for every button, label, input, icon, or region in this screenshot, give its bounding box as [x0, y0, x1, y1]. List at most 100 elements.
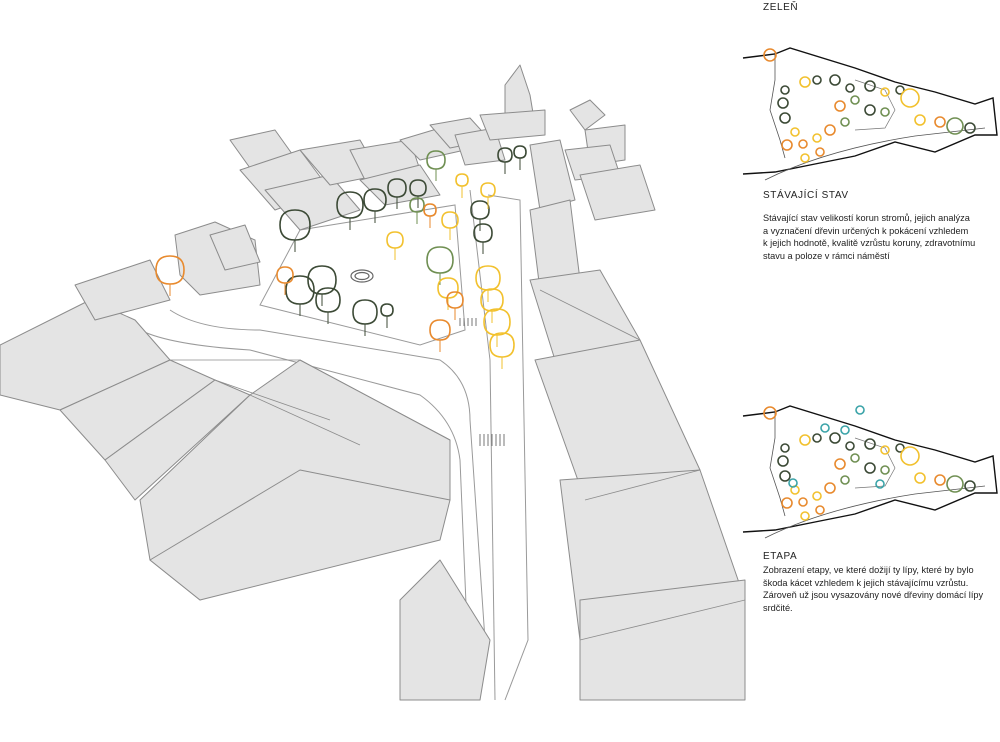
tree-crown — [386, 231, 404, 249]
tree-crown — [513, 145, 527, 159]
existing-state-line: Stávající stav velikostí korun stromů, j… — [763, 213, 970, 223]
tree-crown — [155, 255, 185, 285]
plan-tree — [934, 474, 946, 486]
tree-crown — [446, 291, 464, 309]
plan-tree — [840, 425, 850, 435]
plan-tree — [934, 116, 946, 128]
tree-crown — [380, 303, 394, 317]
plan-boundary — [742, 405, 998, 533]
plan-tree — [895, 443, 905, 453]
tree-crowns — [155, 145, 527, 369]
tree-crown — [387, 178, 407, 198]
plan-tree — [815, 147, 825, 157]
stage-line: Zobrazení etapy, ve které dožijí ty lípy… — [763, 565, 974, 575]
roof-ridge — [584, 469, 701, 501]
plan-tree — [799, 434, 811, 446]
roof-ridge — [299, 359, 451, 441]
plan-tree — [780, 85, 790, 95]
plan-tree — [812, 75, 822, 85]
plan-tree — [834, 458, 846, 470]
plan-tree — [880, 87, 890, 97]
plan-tree — [880, 445, 890, 455]
plan-tree — [763, 48, 777, 62]
roof-ridge — [249, 394, 361, 446]
plan-tree — [880, 465, 890, 475]
stage-line: srdčité. — [763, 602, 793, 613]
tree-crown — [483, 308, 511, 336]
tree-crown — [480, 182, 496, 198]
plan-tree — [824, 482, 836, 494]
tree-crown — [480, 288, 504, 312]
roof-ridge — [214, 379, 331, 421]
plan-tree — [829, 432, 841, 444]
fountain — [350, 269, 374, 283]
tree-crown — [307, 265, 337, 295]
tree-crown — [426, 246, 454, 274]
plan-tree — [840, 475, 850, 485]
plan-tree — [880, 107, 890, 117]
tree-crown — [336, 191, 364, 219]
plan-tree — [946, 117, 964, 135]
building-massing — [0, 64, 746, 701]
plan-tree — [964, 122, 976, 134]
plan-tree — [946, 475, 964, 493]
tree-crown — [423, 203, 437, 217]
plan-tree — [800, 511, 810, 521]
plan-tree — [824, 124, 836, 136]
plan-tree — [788, 478, 798, 488]
plan-tree — [895, 85, 905, 95]
building — [149, 469, 451, 601]
plan-tree — [850, 95, 860, 105]
plan-tree — [815, 505, 825, 515]
plan-tree — [820, 423, 830, 433]
tree-crown — [285, 275, 315, 305]
plan-tree — [779, 112, 791, 124]
tree-crown — [429, 319, 451, 341]
plan-tree — [845, 441, 855, 451]
building — [579, 579, 746, 701]
plan-tree — [777, 455, 789, 467]
plan-tree — [834, 100, 846, 112]
plan-tree — [900, 88, 920, 108]
stage-description: Zobrazení etapy, ve které dožijí ty lípy… — [763, 564, 998, 614]
building — [479, 109, 546, 141]
plan-boundary — [742, 47, 998, 175]
tree-crown — [315, 287, 341, 313]
plan-tree — [840, 117, 850, 127]
tree-crown — [279, 209, 311, 241]
tree-crown — [497, 147, 513, 163]
tree-crown — [475, 265, 501, 291]
plan-tree — [855, 405, 865, 415]
plan-tree — [798, 497, 808, 507]
plan-street-edge — [764, 485, 986, 539]
plan-tree — [864, 104, 876, 116]
existing-state-heading: STÁVAJÍCÍ STAV — [763, 190, 849, 201]
tree-crown — [455, 173, 469, 187]
stage-heading: ETAPA — [763, 551, 798, 562]
building — [529, 139, 576, 211]
stage-line: škoda kácet vzhledem k jejich stávajícím… — [763, 577, 969, 588]
roof-ridge — [579, 599, 746, 641]
plan-tree — [779, 470, 791, 482]
plan-tree — [781, 497, 793, 509]
tree-crown — [441, 211, 459, 229]
plan-tree — [864, 438, 876, 450]
tree-crown — [426, 150, 446, 170]
site-plan-stage — [742, 405, 998, 539]
building — [209, 224, 261, 271]
building — [74, 259, 171, 321]
building — [569, 99, 606, 131]
plan-tree — [850, 453, 860, 463]
existing-state-description: Stávající stav velikostí korun stromů, j… — [763, 212, 995, 262]
plan-tree — [781, 139, 793, 151]
plan-tree — [800, 153, 810, 163]
building — [399, 559, 491, 701]
tree-crown — [352, 299, 378, 325]
tree-crown — [409, 197, 425, 213]
section-title: ZELEŇ — [763, 2, 799, 13]
tree-crown — [473, 223, 493, 243]
building — [579, 164, 656, 221]
building — [264, 174, 361, 231]
plan-tree — [798, 139, 808, 149]
